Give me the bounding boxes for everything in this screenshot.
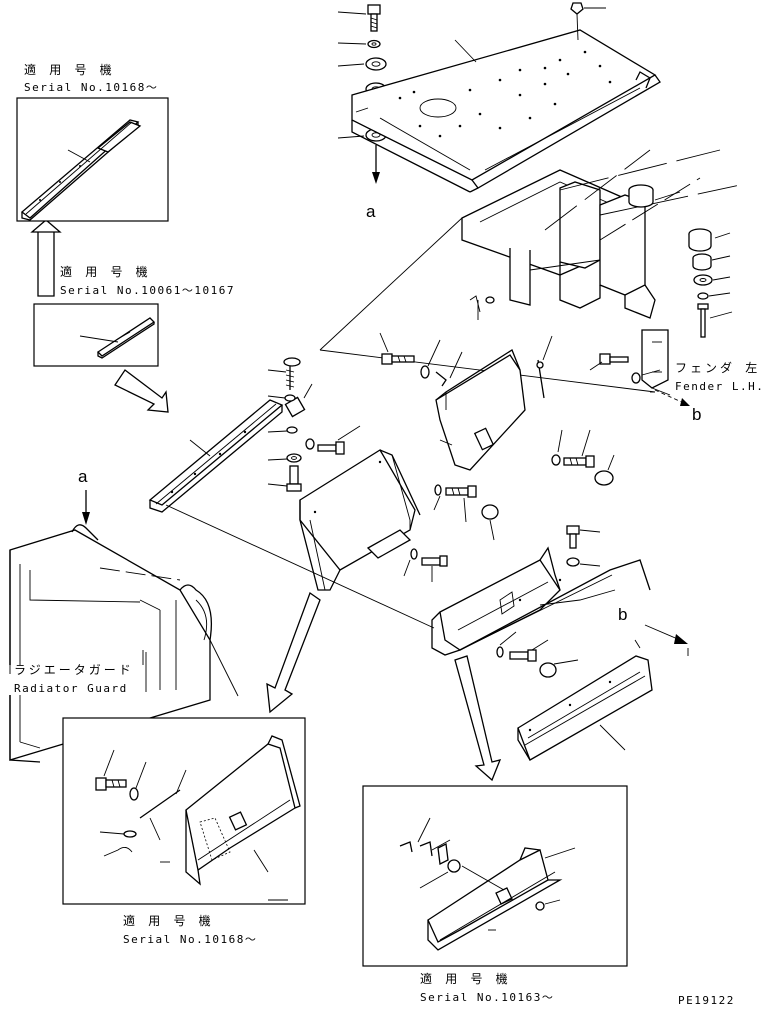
- fender-plate: [517, 655, 653, 761]
- rubber-mounts: [628, 184, 733, 338]
- inset-2-serial: Serial No.10061～10167: [60, 284, 235, 297]
- inset-serial-10168-bottom: 適 用 号 機 Serial No.10168～: [62, 717, 306, 946]
- rail-hardware: [267, 357, 361, 492]
- centre-fasteners: [379, 295, 661, 486]
- lower-right-fasteners: b: [496, 525, 689, 678]
- lower-right-bracket: [431, 546, 651, 656]
- inset-arrows: [30, 219, 502, 782]
- top-pin: [570, 2, 606, 41]
- inset-serial-10168-top: 適 用 号 機 Serial No.10168～: [16, 62, 169, 222]
- callout-b-right: b: [692, 405, 701, 424]
- fender-en-label: Fender L.H.: [675, 380, 764, 393]
- middle-guard-panel: [299, 449, 421, 591]
- inset-4-serial: Serial No.10163～: [420, 991, 554, 1004]
- top-deck-plate: [351, 29, 661, 193]
- radiator-guard: ラジエータガード Radiator Guard a: [8, 467, 239, 763]
- middle-fasteners: [403, 484, 499, 582]
- inset-serial-10061-10167: 適 用 号 機 Serial No.10061～10167: [33, 264, 235, 367]
- radiator-jp-label: ラジエータガード: [14, 663, 134, 677]
- callout-a-top: a: [366, 202, 376, 221]
- inset-3-jp: 適 用 号 機: [123, 913, 214, 928]
- inset-serial-10163: 適 用 号 機 Serial No.10163～: [362, 785, 628, 1004]
- inset-2-jp: 適 用 号 機: [60, 264, 151, 279]
- main-frame: [461, 149, 741, 389]
- centre-bracket-panel: [435, 349, 526, 471]
- callout-b-mid: b: [618, 605, 627, 624]
- fender-jp-label: フェンダ 左: [675, 360, 760, 375]
- left-rail: [148, 383, 313, 513]
- drawing-code: PE19122: [678, 994, 735, 1007]
- inset-1-serial: Serial No.10168～: [24, 81, 158, 94]
- inset-1-jp: 適 用 号 機: [24, 62, 115, 77]
- inset-3-serial: Serial No.10168～: [123, 933, 257, 946]
- callout-a-left: a: [78, 467, 88, 486]
- radiator-en-label: Radiator Guard: [14, 682, 128, 695]
- inset-4-jp: 適 用 号 機: [420, 971, 511, 986]
